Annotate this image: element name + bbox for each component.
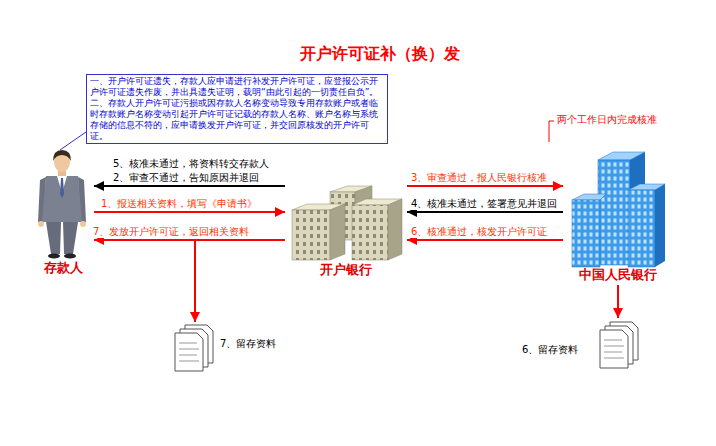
person-figure [64,254,76,259]
person-figure [80,221,86,227]
node-label: 6、留存资料 [522,344,579,356]
central-bank-building [572,194,606,200]
person-figure [53,150,71,161]
step-note: 5、核准未通过，将资料转交存款人 [112,158,270,170]
bank-building [292,210,330,260]
callout-note: 两个工作日内完成核准 [556,114,658,126]
central-bank-building [655,184,665,267]
edge-label: 4、核准未通过，签署意见并退回 [410,198,558,210]
flow-arrow [407,185,563,187]
document-stack [175,325,213,371]
note-box: 一、开户许可证遗失，存款人应申请进行补发开户许可证，应登报公示开户许可证遗失作废… [86,74,388,144]
note-text: 一、开户许可证遗失，存款人应申请进行补发开户许可证，应登报公示开户许可证遗失作废… [90,76,384,98]
document-stack [175,333,203,371]
edge-label: 6、核准通过，核发开户许可证 [410,226,548,238]
bank-node: 中国人民银行 [563,150,673,285]
flow-arrow [617,285,619,318]
central-bank-building [598,160,630,265]
person-figure [42,176,82,222]
document-node: 7、留存资料 [172,322,279,354]
document-stack [604,340,624,358]
bank-building [330,204,345,260]
edge-label: 1、报送相关资料，填写《申请书》 [100,198,258,210]
central-bank-building [572,200,600,267]
document-node: 6、留存资料 [520,318,629,360]
actor-node: 存款人 [32,150,94,278]
callout-bracket [549,121,554,142]
flow-arrow [407,211,563,213]
node-label: 7、留存资料 [220,338,277,350]
node-label: 中国人民银行 [563,267,673,283]
person-figure [60,178,64,198]
node-label: 开户银行 [285,262,407,278]
person-figure [63,222,78,254]
central-bank-building [628,190,655,267]
person-figure [38,221,44,227]
bank-building [352,205,388,260]
document-stack [179,343,199,361]
bank-node: 开户银行 [285,178,407,280]
flow-arrow [94,185,285,187]
leader-line [60,132,86,150]
bank-building [292,186,402,260]
diagram-title: 开户许可证补（换）发 [300,44,460,64]
person-figure [38,150,86,259]
document-stack [600,322,638,368]
bank-building [388,199,402,260]
node-label: 存款人 [32,260,94,276]
document-stack [600,330,628,368]
person-figure [48,254,60,259]
edge-label: 3、审查通过，报人民银行核准 [410,172,548,184]
central-bank-building [572,152,665,267]
flow-arrow [407,239,563,241]
edge-label: 7、发放开户许可证，返回相关资料 [92,226,250,238]
note-text: 二、存款人开户许可证污损或因存款人名称变动导致专用存款账户或者临时存款账户名称变… [90,98,384,142]
edge-label: 2、审查不通过，告知原因并退回 [112,172,260,184]
flow-arrow [94,211,285,213]
flow-arrow [195,240,285,322]
person-figure [46,222,61,254]
